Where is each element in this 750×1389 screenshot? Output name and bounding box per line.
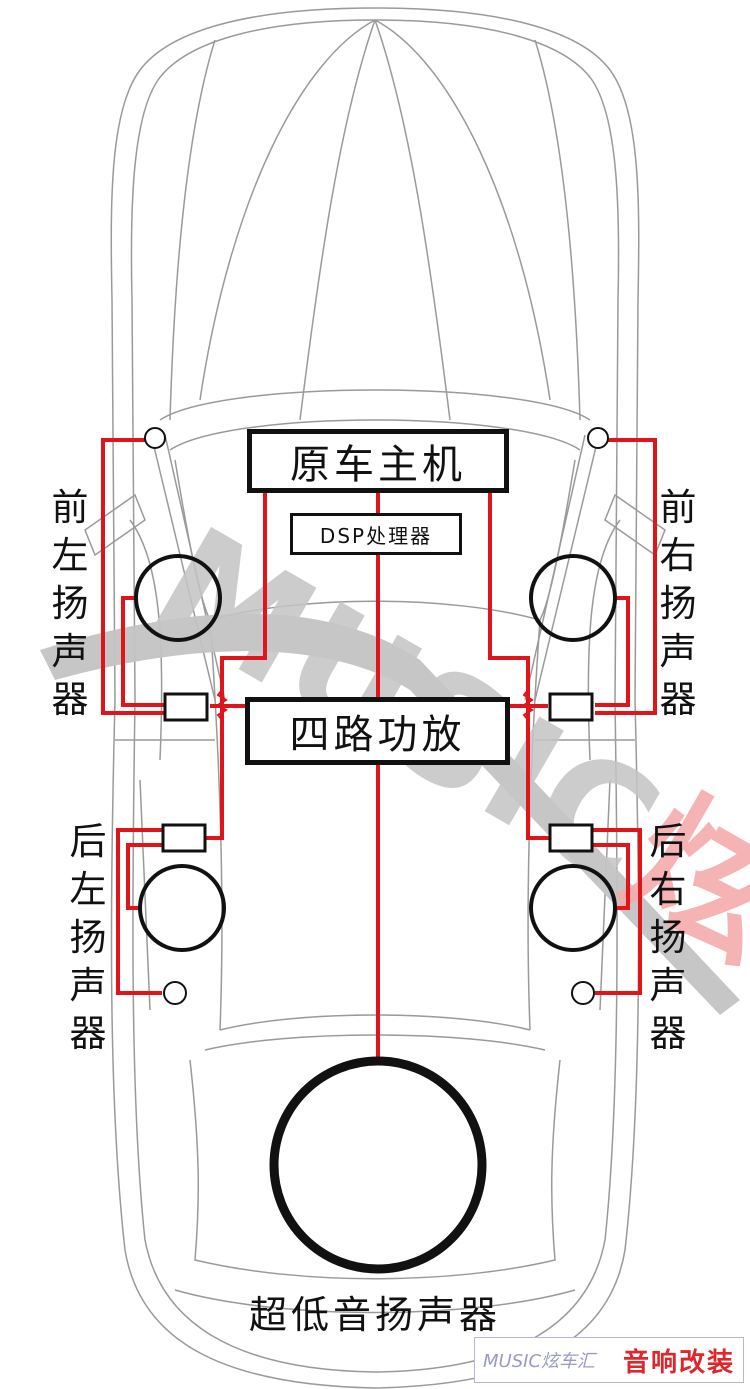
speakers (134, 554, 617, 1274)
rear-left-label: 后左扬声器 (69, 820, 107, 1055)
rear-left-speaker (138, 864, 226, 952)
amplifier-box: 四路功放 (245, 697, 510, 765)
corner-watermark-brand: MUSIC炫车汇 (483, 1351, 596, 1372)
crossovers (161, 692, 594, 853)
wiring (101, 438, 657, 1058)
rear-right-speaker (529, 864, 617, 952)
rear-right-label: 后右扬声器 (649, 820, 687, 1055)
front-right-label: 前右扬声器 (659, 486, 697, 721)
corner-watermark: MUSIC炫车汇 音响改装 (474, 1337, 744, 1383)
head-unit-label: 原车主机 (290, 442, 466, 488)
corner-watermark-tag: 音响改装 (622, 1347, 735, 1378)
front-left-speaker (134, 554, 222, 642)
tweeters (144, 427, 609, 1005)
head-unit-box: 原车主机 (247, 429, 509, 493)
dsp-label: DSP处理器 (319, 523, 433, 548)
subwoofer-speaker (269, 1056, 487, 1274)
subwoofer-label: 超低音扬声器 (248, 1293, 501, 1337)
amplifier-label: 四路功放 (289, 712, 466, 758)
dsp-box: DSP处理器 (290, 513, 462, 555)
front-right-speaker (529, 554, 617, 642)
watermark-arrow: MUSIC炫车汇 (40, 495, 750, 1143)
front-left-label: 前左扬声器 (51, 486, 89, 721)
